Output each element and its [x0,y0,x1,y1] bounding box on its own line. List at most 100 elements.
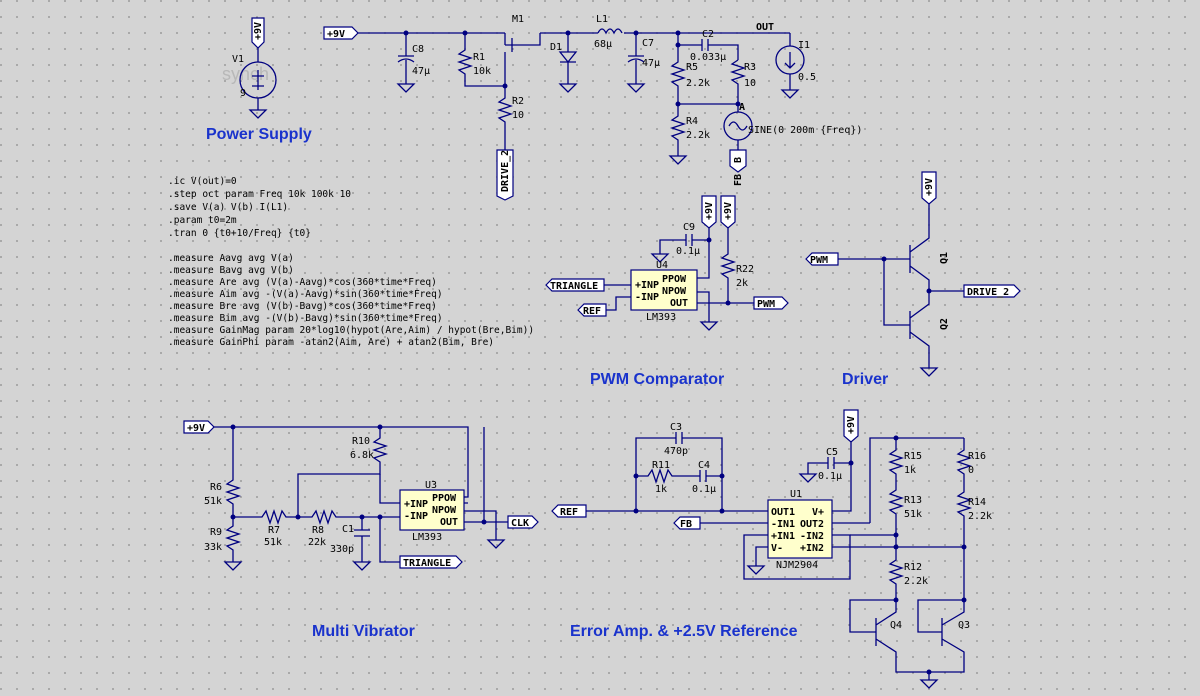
r13-name: R13 [904,495,922,506]
u3-pin-label: -INP [404,511,428,522]
error-amp-section: REF C3 470p R11 1k C4 0.1µ FB U1 OUT1 -I… [551,409,992,689]
r11-name: R11 [652,460,670,471]
directive-line: .measure Bre avg (V(b)-Bavg)*cos(360*tim… [168,301,437,312]
r7-name: R7 [268,525,280,536]
net-pwm-driver-label: PWM [810,255,828,266]
c2-value: 0.033µ [690,52,726,63]
r4-name: R4 [686,116,698,127]
u1-pin-label: +IN1 [771,531,795,542]
title-pwm-comparator: PWM Comparator [590,371,724,388]
net-tag-b[interactable] [729,149,747,173]
c8-value: 47µ [412,66,430,77]
net-tag-clk[interactable] [507,515,539,529]
title-power-supply: Power Supply [206,126,312,143]
net-tag-drive2-driver[interactable] [963,284,1021,298]
r15-name: R15 [904,451,922,462]
c4-value: 0.1µ [692,484,716,495]
c9-value: 0.1µ [676,246,700,257]
u4-name: U4 [656,260,668,271]
q2-name: Q2 [939,318,950,330]
r8-name: R8 [312,525,324,536]
r6-name: R6 [210,482,222,493]
directive-line: .tran 0 {t0+10/Freq} {t0} [168,228,311,239]
r15-value: 1k [904,465,916,476]
c5-name: C5 [826,447,838,458]
r16-name: R16 [968,451,986,462]
c2-name: C2 [702,29,714,40]
net-tag-9v-q1[interactable] [921,171,937,205]
title-error-amp: Error Amp. & +2.5V Reference [570,623,798,640]
net-tag-pwm-out[interactable] [753,296,789,310]
power-supply-section: synch +9V V1 9 +9V C8 47µ R1 10k M1 R2 1… [206,14,862,201]
u1-pin-label: V+ [812,507,824,518]
r14-name: R14 [968,497,986,508]
u1-pin-label: +IN2 [800,543,824,554]
net-clk-label: CLK [511,518,529,529]
r12-name: R12 [904,562,922,573]
r12-value: 2.2k [904,576,928,587]
directive-line: .step oct param Freq 10k 100k 10 [168,189,351,200]
u1-pin-label: -IN2 [800,531,824,542]
net-out-label: OUT [756,22,774,33]
r14-value: 2.2k [968,511,992,522]
directive-line: .measure Are avg (V(a)-Aavg)*cos(360*tim… [168,277,437,288]
c1-value: 330p [330,544,354,555]
directive-line: .ic V(out)=0 [168,176,237,187]
net-pwm-out-label: PWM [757,299,775,310]
net-tag-drive2-power[interactable] [496,149,514,201]
r5-name: R5 [686,62,698,73]
v1-source-symbol[interactable] [239,61,277,99]
r22-name: R22 [736,264,754,275]
net-9v-r22-label: +9V [723,202,734,220]
r1-value: 10k [473,66,491,77]
title-multi-vibrator: Multi Vibrator [312,623,415,640]
u3-comparator[interactable] [399,489,465,531]
u3-pin-label: +INP [404,499,428,510]
net-9v-ea-label: +9V [846,416,857,434]
u1-name: U1 [790,489,802,500]
c4-name: C4 [698,460,710,471]
directive-line: .save V(a) V(b) I(L1) [168,202,288,213]
u3-pin-label: OUT [440,517,458,528]
i1-source-symbol[interactable] [775,45,805,75]
net-drive2-driver-label: DRIVE_2 [967,287,1009,298]
c9-name: C9 [683,222,695,233]
driver-section: PWM +9V Q1 Q2 DRIVE_2 Driver [805,171,1021,388]
r2-value: 10 [512,110,524,121]
r9-value: 33k [204,542,222,553]
l1-value: 68µ [594,39,612,50]
u1-model: NJM2904 [776,560,818,571]
net-b-label: B [733,157,744,163]
directive-line: .measure GainPhi param -atan2(Aim, Are) … [168,337,494,348]
l1-name: L1 [596,14,608,25]
net-a-label: A [739,102,745,113]
r8-value: 22k [308,537,326,548]
m1-name: M1 [512,14,524,25]
q3-name: Q3 [958,620,970,631]
u4-comparator[interactable] [630,269,698,311]
net-fb-under-b-label: FB [733,174,744,186]
net-tag-9v-input[interactable] [323,26,359,40]
u1-pin-label: V- [771,543,783,554]
r1-name: R1 [473,52,485,63]
net-tag-9v-r22[interactable] [720,195,736,229]
pwm-comparator-section: +9V +9V C9 0.1µ U4 +INP -INP PPOW NPOW O… [545,195,789,388]
sine-source-value: SINE(0 200m {Freq}) [748,125,862,136]
u1-opamp[interactable] [767,499,833,559]
watermark: synch [222,64,269,84]
net-9v-v1-label: +9V [253,22,264,40]
r4-value: 2.2k [686,130,710,141]
u1-pin-label: OUT2 [800,519,824,530]
d1-name: D1 [550,42,562,53]
net-9v-q1-label: +9V [924,178,935,196]
spice-directives: .ic V(out)=0 .step oct param Freq 10k 10… [168,176,534,348]
r7-value: 51k [264,537,282,548]
c3-name: C3 [670,422,682,433]
net-tag-9v-ea[interactable] [843,409,859,443]
net-tag-9v-mv[interactable] [183,420,215,434]
net-tag-triangle-mv[interactable] [399,555,463,569]
net-tag-9v-c9[interactable] [701,195,717,229]
net-tag-9v-v1[interactable] [251,17,265,49]
